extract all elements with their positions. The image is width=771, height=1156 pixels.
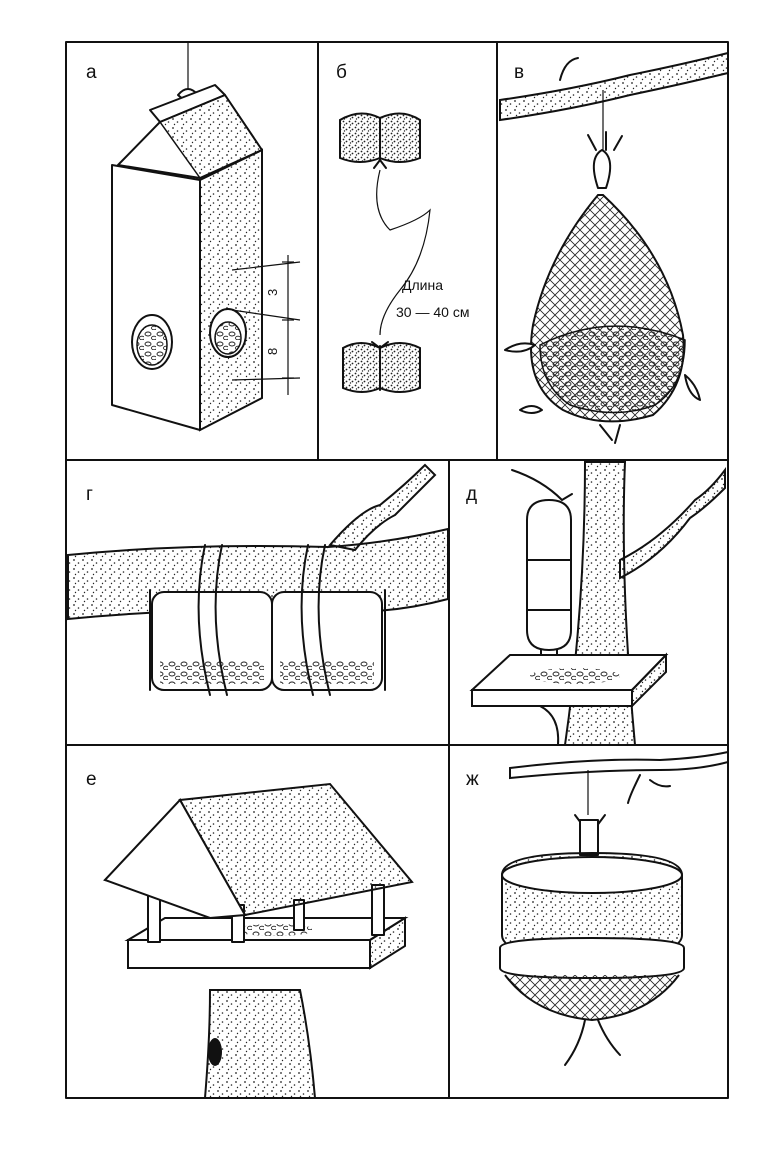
panel-b: б Длина 30 — 40 см bbox=[336, 62, 469, 393]
branch-fork bbox=[328, 463, 437, 552]
strap-left bbox=[197, 544, 228, 696]
dimension-lines bbox=[231, 255, 301, 395]
floor-front bbox=[127, 939, 371, 969]
connecting-string bbox=[376, 169, 431, 336]
length-caption-line2: 30 — 40 см bbox=[396, 304, 469, 320]
bottle-bands bbox=[526, 559, 572, 611]
panel-g: г bbox=[67, 463, 449, 696]
seed-tray-front bbox=[471, 689, 633, 707]
floor-side bbox=[369, 916, 406, 970]
roof-edge bbox=[103, 798, 247, 920]
panel-v: в bbox=[499, 51, 729, 444]
leaf-left bbox=[504, 342, 536, 353]
seed-tray-side bbox=[631, 652, 667, 709]
tree-branch bbox=[499, 51, 729, 122]
seeds-left bbox=[160, 660, 264, 684]
panel-e: е bbox=[86, 769, 414, 1099]
panel-zh: ж bbox=[466, 750, 729, 1066]
inverted-bottle bbox=[526, 498, 572, 652]
panel-label-b: б bbox=[336, 62, 347, 83]
branch-twig bbox=[559, 57, 579, 81]
lower-dish bbox=[504, 974, 680, 1022]
outer-frame bbox=[65, 41, 729, 1099]
bag-seeds bbox=[539, 325, 686, 414]
length-caption-line1: Длина bbox=[402, 277, 443, 293]
bottom-branch bbox=[564, 1019, 621, 1066]
bottom-tie bbox=[371, 341, 389, 349]
panel-label-zh: ж bbox=[466, 769, 479, 790]
side-branch bbox=[619, 467, 726, 580]
panel-label-v: в bbox=[514, 62, 524, 83]
overhead-branch bbox=[509, 750, 729, 780]
hanging-twig bbox=[511, 469, 573, 501]
panel-a: а 3 8 bbox=[86, 42, 301, 432]
leaf-lower-left bbox=[519, 405, 543, 414]
panel-label-e: е bbox=[86, 769, 97, 790]
side-hole-seeds bbox=[214, 321, 242, 355]
leaf-right bbox=[684, 374, 701, 401]
bag-neck bbox=[592, 149, 612, 189]
middle-band bbox=[499, 936, 685, 980]
tray-seeds bbox=[530, 668, 620, 684]
branch-stub bbox=[627, 774, 671, 804]
top-tie bbox=[373, 159, 387, 169]
dimension-label-8: 8 bbox=[265, 348, 280, 355]
bag-tassel bbox=[587, 131, 623, 151]
upper-bowl-rim bbox=[501, 856, 683, 894]
panel-label-a: а bbox=[86, 62, 97, 83]
pillar-back-right bbox=[371, 884, 385, 936]
bag-bottom-tie bbox=[599, 424, 621, 444]
top-cap bbox=[579, 819, 599, 856]
panel-label-g: г bbox=[86, 484, 93, 505]
front-hole-seeds bbox=[136, 324, 168, 366]
panel-label-d: д bbox=[466, 484, 477, 505]
front-hole bbox=[131, 314, 173, 370]
strap-right bbox=[300, 544, 331, 696]
panel-d: д bbox=[466, 461, 726, 746]
carton-front-face bbox=[111, 164, 201, 431]
carton-side-face bbox=[199, 148, 263, 432]
post bbox=[203, 989, 317, 1099]
dimension-label-3: 3 bbox=[265, 289, 280, 296]
bread-piece-bottom bbox=[342, 342, 421, 393]
tray-support bbox=[539, 705, 560, 746]
post-knot bbox=[208, 1038, 222, 1066]
